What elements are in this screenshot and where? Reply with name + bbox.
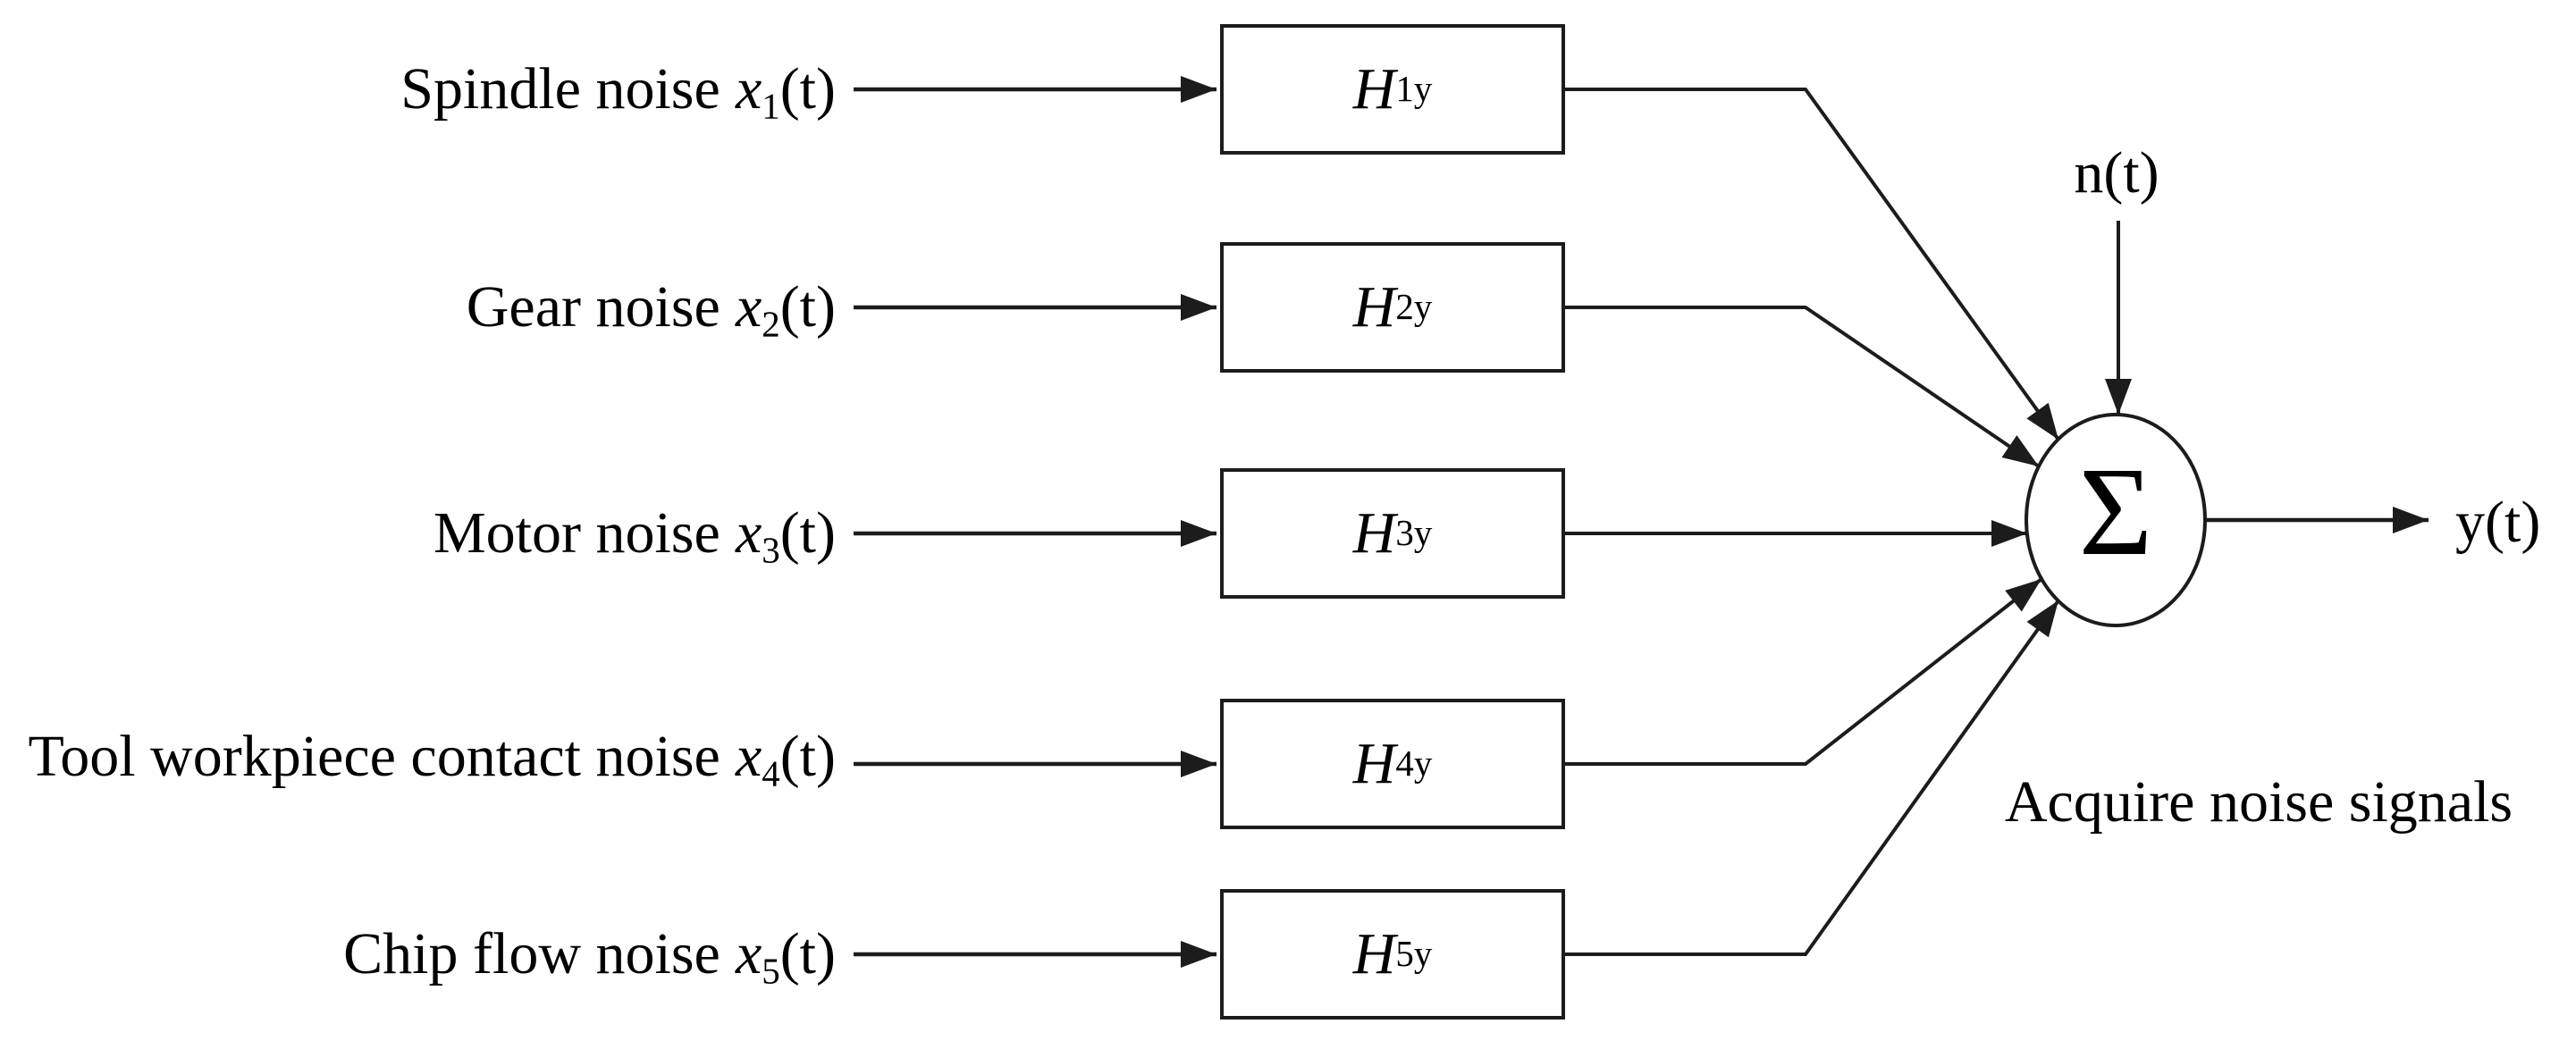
- source-arg: (t): [779, 274, 836, 340]
- source-variable-subscript: 5: [762, 951, 780, 992]
- transfer-symbol: H: [1352, 274, 1396, 340]
- noise-input-label: n(t): [2074, 140, 2159, 206]
- transfer-symbol: H: [1352, 500, 1396, 566]
- output-path-4: [1565, 577, 2043, 766]
- source-arg: (t): [779, 500, 836, 566]
- source-variable: x: [735, 921, 762, 986]
- annotation-label: Acquire noise signals: [2004, 769, 2513, 835]
- output-path-1: [1565, 88, 2060, 441]
- source-arg: (t): [779, 921, 836, 986]
- sigma-symbol: Σ: [2078, 441, 2153, 582]
- source-name: Gear noise: [466, 274, 720, 340]
- output-path-2: [1565, 306, 2041, 468]
- transfer-symbol: H: [1352, 56, 1396, 122]
- source-arg: (t): [779, 56, 836, 122]
- output-signal-label: y(t): [2455, 490, 2541, 555]
- source-name: Spindle noise: [400, 56, 720, 122]
- source-name: Tool workpiece contact noise: [28, 724, 720, 789]
- transfer-symbol: H: [1352, 731, 1396, 796]
- source-name: Motor noise: [433, 500, 720, 566]
- source-variable-subscript: 4: [762, 753, 780, 794]
- source-variable: x: [735, 724, 762, 789]
- output-path-5: [1565, 599, 2060, 956]
- source-variable: x: [735, 56, 762, 122]
- source-variable-subscript: 2: [762, 304, 780, 345]
- source-arg: (t): [779, 724, 836, 789]
- source-variable-subscript: 1: [762, 86, 780, 127]
- source-name: Chip flow noise: [343, 921, 720, 986]
- transfer-symbol: H: [1352, 921, 1396, 986]
- source-variable: x: [735, 500, 762, 566]
- source-variable: x: [735, 274, 762, 340]
- source-variable-subscript: 3: [762, 530, 780, 571]
